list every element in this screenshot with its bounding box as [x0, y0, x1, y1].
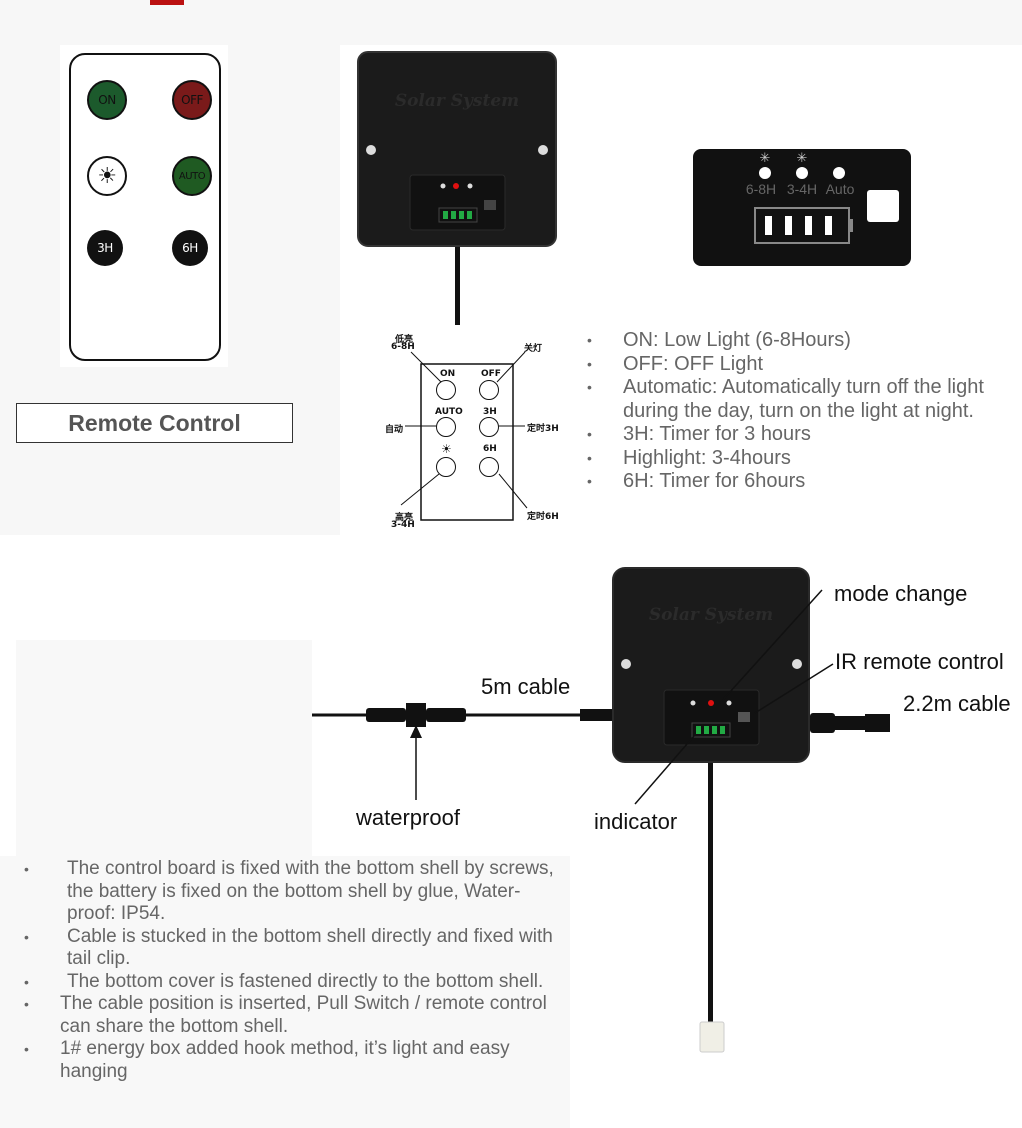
list-item-text: 6H: Timer for 6hours: [623, 470, 806, 492]
remote-function-list: •ON: Low Light (6-8Hours) •OFF: OFF Ligh…: [587, 329, 1012, 494]
schem-timer6-cn: 定时6H: [527, 512, 559, 522]
remote-auto-button[interactable]: AUTO: [172, 156, 212, 196]
list-item-text: Cable is stucked in the bottom shell dir…: [67, 925, 553, 970]
bottom-text-panel: [0, 856, 570, 1128]
list-item: •Cable is stucked in the bottom shell di…: [24, 925, 553, 970]
svg-text:✳: ✳: [797, 150, 808, 165]
remote-on-button[interactable]: ON: [87, 80, 127, 120]
schem-auto-cn: 自动: [385, 425, 404, 435]
schem-sun-label: ☀: [441, 442, 452, 456]
device-top-image: Solar System: [357, 51, 557, 325]
mode-label-auto: Auto: [826, 181, 855, 197]
schem-high-light-range: 3-4H: [391, 520, 415, 530]
list-item: •6H: Timer for 6hours: [587, 470, 806, 492]
callout-5m-cable: 5m cable: [481, 674, 571, 699]
schem-3h-label: 3H: [483, 407, 497, 417]
list-item: •Highlight: 3-4hours: [587, 446, 791, 469]
schem-off-button: [479, 380, 499, 400]
list-item-text: Automatic: Automatically turn off the li…: [623, 376, 984, 422]
callout-ir-remote: IR remote control: [835, 649, 1004, 674]
schem-sun-button: [436, 457, 456, 477]
bottom-left-panel: [16, 640, 312, 865]
remote-off-button[interactable]: OFF: [172, 80, 212, 120]
callout-mode-change: mode change: [834, 581, 968, 606]
callout-22m-cable: 2.2m cable: [903, 691, 1011, 716]
device-brand-label: Solar System: [649, 605, 773, 625]
schem-3h-button: [479, 417, 499, 437]
mode-label-3-4h: 3-4H: [787, 181, 817, 197]
panel-zoom-image: ✳ ✳ 6-8H 3-4H Auto: [693, 149, 911, 266]
schem-6h-button: [479, 457, 499, 477]
schem-on-label: ON: [440, 369, 456, 379]
schem-auto-button: [436, 417, 456, 437]
remote-6h-button[interactable]: 6H: [172, 230, 208, 266]
list-item: •OFF: OFF Light: [587, 352, 764, 375]
remote-3h-button[interactable]: 3H: [87, 230, 123, 266]
list-item: •The bottom cover is fastened directly t…: [24, 970, 544, 992]
schem-timer3-cn: 定时3H: [527, 424, 559, 434]
list-item-text: OFF: OFF Light: [623, 352, 764, 375]
list-item: •Automatic: Automatically turn off the l…: [587, 376, 984, 422]
device-brand-label: Solar System: [395, 91, 519, 111]
construction-features-list: •The control board is fixed with the bot…: [24, 858, 564, 1083]
schem-6h-label: 6H: [483, 444, 497, 454]
schem-low-light-cn: 低亮: [395, 335, 414, 345]
list-item-text: ON: Low Light (6-8Hours): [623, 329, 851, 351]
remote-brightness-button[interactable]: ☀: [87, 156, 127, 196]
schem-auto-label: AUTO: [435, 407, 463, 417]
callout-indicator: indicator: [594, 809, 678, 834]
schem-off-cn: 关灯: [524, 344, 543, 354]
list-item: •The cable position is inserted, Pull Sw…: [24, 993, 547, 1037]
list-item-text: Highlight: 3-4hours: [623, 446, 791, 469]
remote-control: ON OFF ☀ AUTO 3H 6H: [69, 53, 221, 361]
list-item: •3H: Timer for 3 hours: [587, 423, 811, 445]
list-item-text: 1# energy box added hook method, it’s li…: [60, 1038, 510, 1082]
list-item: •1# energy box added hook method, it’s l…: [24, 1038, 510, 1082]
top-red-mark: [150, 0, 184, 5]
list-item-text: 3H: Timer for 3 hours: [623, 423, 811, 445]
list-item: •The control board is fixed with the bot…: [24, 858, 554, 924]
schem-off-label: OFF: [481, 369, 501, 379]
schem-on-button: [436, 380, 456, 400]
mode-label-6-8h: 6-8H: [746, 181, 776, 197]
remote-caption-text: Remote Control: [68, 409, 241, 436]
schem-low-light-range: 6-8H: [391, 342, 415, 352]
list-item: •ON: Low Light (6-8Hours): [587, 329, 851, 351]
svg-text:✳: ✳: [760, 150, 771, 165]
list-item-text: The cable position is inserted, Pull Swi…: [60, 993, 547, 1037]
list-item-text: The bottom cover is fastened directly to…: [67, 970, 544, 992]
list-item-text: The control board is fixed with the bott…: [67, 858, 554, 924]
schem-high-light-cn: 高亮: [395, 513, 414, 523]
callout-waterproof: waterproof: [356, 805, 460, 830]
remote-control-caption: Remote Control: [16, 403, 293, 443]
schematic-diagram: 低亮 6-8H 关灯 自动 定时3H 高亮 3-4H 定时6H ON OFF A…: [385, 330, 575, 530]
device-cable-diagram: Solar System: [312, 567, 890, 1053]
